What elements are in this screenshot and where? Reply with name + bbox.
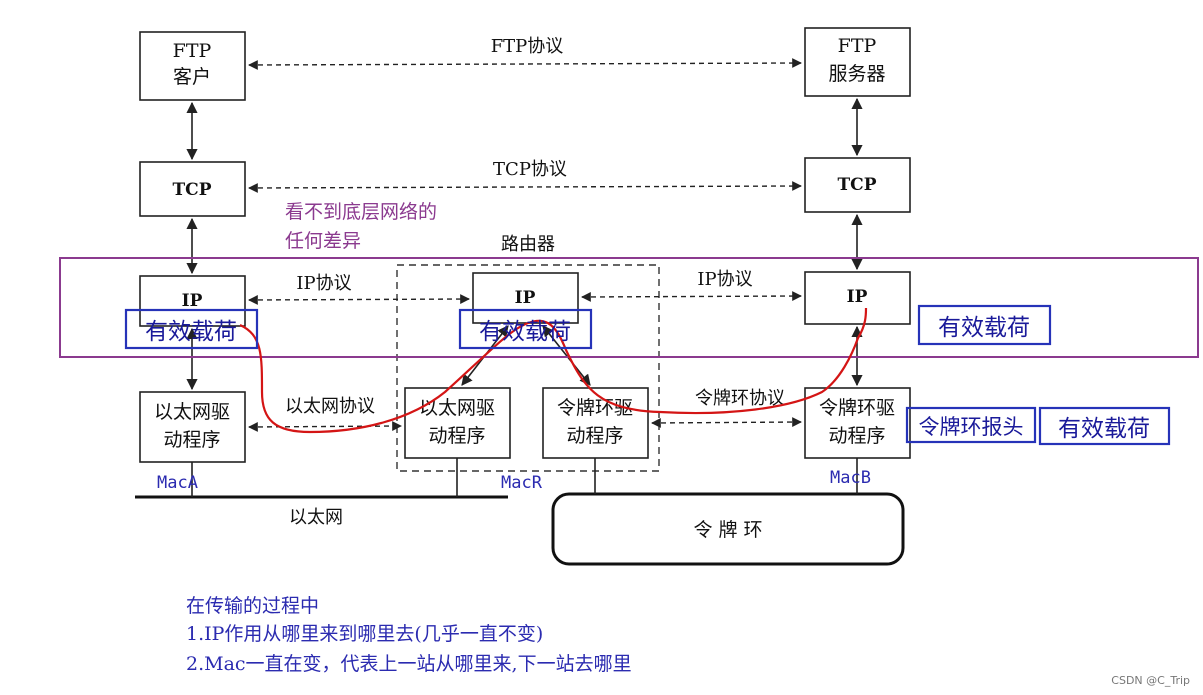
no-difference-note-1: 看不到底层网络的 (285, 201, 437, 223)
ip-protocol-left-label: IP协议 (296, 273, 351, 294)
token-header-label: 令牌环报头 (919, 415, 1024, 439)
token-header-box: 令牌环报头 (905, 406, 1037, 444)
ethernet-protocol-arrow (248, 421, 402, 432)
token-ring-protocol-label: 令牌环协议 (695, 388, 785, 409)
token-driver-router-box: 令牌环驱 动程序 (542, 387, 649, 459)
token-driver-right-box: 令牌环驱 动程序 (804, 387, 911, 459)
tcp-protocol-label: TCP协议 (493, 159, 567, 180)
notes-line-2: 2.Mac一直在变，代表上一站从哪里来,下一站去哪里 (186, 653, 632, 675)
ip-router-box: IP (472, 272, 579, 324)
tcp-right-label: TCP (838, 175, 877, 195)
payload-box-token: 有效载荷 (1038, 406, 1171, 446)
token-driver-router-label-1: 令牌环驱 (557, 397, 633, 419)
mac-b-label: MacB (830, 468, 871, 488)
token-driver-right-label-1: 令牌环驱 (819, 397, 895, 419)
mac-r-label: MacR (501, 473, 543, 493)
ip-right-box: IP (804, 271, 911, 325)
payload-label-left: 有效载荷 (145, 319, 237, 345)
payload-label-token: 有效载荷 (1058, 416, 1150, 442)
ip-protocol-right-arrow (581, 291, 802, 302)
ip-router-label: IP (515, 288, 536, 308)
token-ring-box: 令 牌 环 (551, 492, 905, 566)
tcp-protocol-arrow (248, 181, 802, 193)
ftp-server-label-1: FTP (838, 35, 877, 57)
ftp-server-label-2: 服务器 (828, 63, 885, 85)
ip-left-label: IP (182, 291, 203, 311)
ftp-client-label-1: FTP (173, 40, 212, 62)
tcp-right-box: TCP (804, 157, 911, 213)
eth-driver-router-box: 以太网驱 动程序 (404, 387, 511, 459)
ftp-client-box: FTP 客户 (139, 31, 246, 101)
notes-line-1: 1.IP作用从哪里来到哪里去(几乎一直不变) (186, 623, 543, 645)
tcp-left-label: TCP (173, 180, 212, 200)
eth-driver-left-box: 以太网驱 动程序 (139, 391, 246, 463)
ftp-protocol-arrow (248, 58, 802, 70)
payload-label-router: 有效载荷 (479, 319, 571, 345)
ethernet-label: 以太网 (289, 507, 343, 528)
ip-left-box: IP (139, 275, 246, 327)
router-boundary (396, 264, 660, 472)
token-driver-right-label-2: 动程序 (828, 425, 885, 447)
ethernet-protocol-label: 以太网协议 (285, 396, 375, 417)
ip-protocol-right-label: IP协议 (697, 269, 752, 290)
eth-driver-router-label-1: 以太网驱 (419, 397, 495, 419)
no-difference-note-2: 任何差异 (285, 230, 361, 252)
watermark: CSDN @C_Trip (1111, 674, 1190, 687)
ip-layer-highlight (59, 257, 1199, 358)
payload-box-right-ip: 有效载荷 (917, 304, 1052, 346)
ftp-protocol-label: FTP协议 (491, 36, 564, 57)
payload-box-router: 有效载荷 (458, 308, 593, 350)
payload-box-left: 有效载荷 (124, 308, 259, 350)
token-driver-router-label-2: 动程序 (566, 425, 623, 447)
eth-driver-left-label-2: 动程序 (163, 429, 220, 451)
ip-token-router-arrow (542, 325, 591, 386)
ftp-server-box: FTP 服务器 (804, 27, 911, 97)
eth-driver-left-label-1: 以太网驱 (154, 401, 230, 423)
eth-driver-router-label-2: 动程序 (428, 425, 485, 447)
mac-a-label: MacA (157, 473, 198, 493)
data-path-red (239, 307, 868, 434)
token-ring-label: 令 牌 环 (693, 519, 762, 541)
ip-right-label: IP (847, 287, 868, 307)
router-label: 路由器 (501, 234, 555, 255)
token-ring-protocol-arrow (651, 417, 802, 428)
payload-label-right-ip: 有效载荷 (938, 315, 1030, 341)
tcp-left-box: TCP (139, 161, 246, 217)
ip-protocol-left-arrow (248, 294, 470, 305)
ftp-client-label-2: 客户 (173, 66, 211, 88)
notes-title: 在传输的过程中 (186, 595, 319, 617)
